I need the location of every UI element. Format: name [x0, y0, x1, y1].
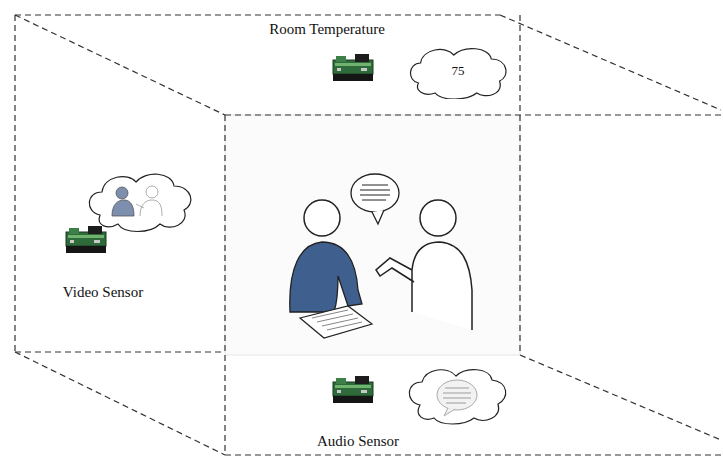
- speech-bubble: [351, 174, 399, 224]
- thought-cloud: 75: [406, 43, 510, 99]
- audio-sensor: [333, 376, 373, 403]
- paper: [300, 306, 372, 338]
- sensor-label: Room Temperature: [269, 21, 385, 38]
- video-cloud: [89, 174, 191, 231]
- sensor-label: Video Sensor: [63, 284, 143, 301]
- front-face: [225, 115, 520, 355]
- video-sensor: [66, 226, 106, 253]
- sensor-label: Audio Sensor: [317, 433, 399, 450]
- reading-value: 75: [452, 64, 465, 78]
- person-seated: [290, 200, 362, 312]
- temperature-sensor: [333, 54, 373, 81]
- audio-cloud: [409, 370, 505, 424]
- room-box: [15, 15, 721, 455]
- person-speaking: [376, 200, 472, 330]
